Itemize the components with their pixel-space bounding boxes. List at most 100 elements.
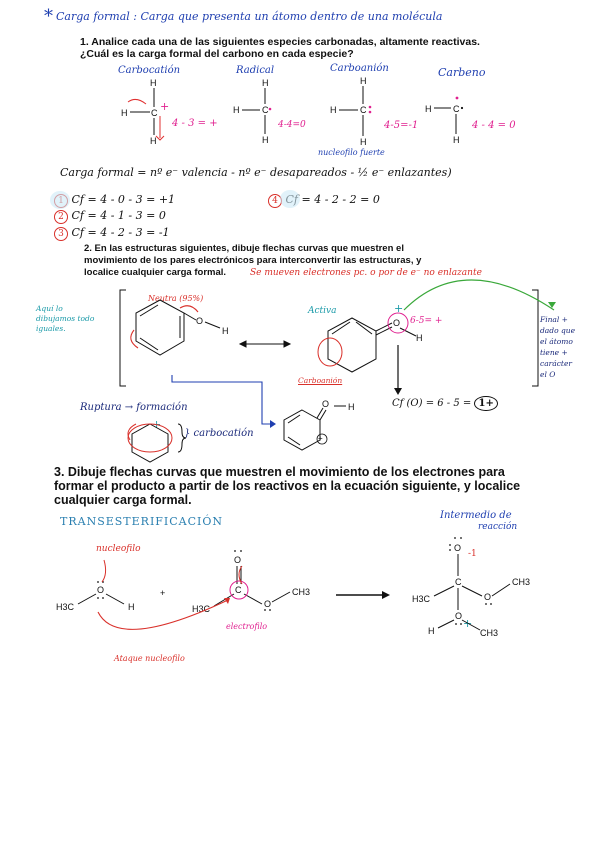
result-2: 2 Cf = 4 - 1 - 3 = 0 <box>54 209 166 224</box>
cf-oxygen-text: Cf (O) = 6 - 5 = <box>392 398 472 409</box>
oxygen-circle <box>387 312 409 334</box>
q2-line2: movimiento de los pares electrónicos par… <box>84 255 422 266</box>
atom-h: H <box>262 78 269 88</box>
side-note-line: tiene + <box>540 348 568 357</box>
atom-h: H <box>222 326 229 336</box>
formal-charge-formula: Carga formal = nº e⁻ valencia - nº e⁻ de… <box>60 166 452 179</box>
atom-c: C <box>453 104 460 114</box>
reaction-arrowhead <box>382 591 390 599</box>
atom-o: O <box>322 399 330 409</box>
q1-dots-black <box>460 106 464 110</box>
side-note-line: Final + <box>540 315 568 324</box>
atom-c: C <box>151 108 158 118</box>
atom-h: H <box>428 626 435 636</box>
q2-line3: localice cualquier carga formal. <box>84 267 227 278</box>
green-arrowhead <box>548 302 556 308</box>
atom-o: O <box>454 543 462 553</box>
atom-c: C <box>455 577 462 587</box>
side-note-line: dado que <box>540 326 576 335</box>
nucleofilo-fuerte: nucleofilo fuerte <box>318 148 385 157</box>
side-note-right: Final + dado que el átomo tiene + caráct… <box>540 314 575 380</box>
lone-pairs <box>97 537 492 625</box>
calc-radical: 4-4=0 <box>278 120 306 130</box>
q3-bonds <box>77 554 511 631</box>
result-number: 2 <box>54 210 68 224</box>
result-text: Cf = 4 - 0 - 3 = +1 <box>71 193 176 206</box>
q1-line2: ¿Cuál es la carga formal del carbono en … <box>80 48 354 60</box>
side-note-left: Aquí lo dibujamos todo iguales. <box>36 304 94 334</box>
atom-o: O <box>196 316 204 326</box>
side-note-line: iguales. <box>36 324 66 333</box>
atom-ch3: CH3 <box>292 587 311 597</box>
phenol-ring <box>135 299 221 356</box>
ataque-label: Ataque nucleofilo <box>114 654 185 663</box>
q3-line1: 3. Dibuje flechas curvas que muestren el… <box>54 465 505 479</box>
intermedio-label: Intermedio de <box>440 510 512 521</box>
atom-o: O <box>393 318 401 328</box>
highlight <box>50 191 70 209</box>
atom-h: H <box>360 76 367 86</box>
cf-small: 6-5= + <box>410 316 443 326</box>
quinoid-ring <box>327 317 417 373</box>
label-carbene: Carbeno <box>438 66 486 79</box>
attack-arrow <box>97 599 229 630</box>
atom-h: H <box>150 78 157 88</box>
cf-oxygen-result: 1+ <box>474 396 498 411</box>
transesterificacion-label: TRANSESTERIFICACIÓN <box>60 515 224 528</box>
result-number: 3 <box>54 227 68 241</box>
side-note-line: dibujamos todo <box>36 314 95 323</box>
q1-line1: 1. Analice cada una de las siguientes es… <box>80 36 480 48</box>
atom-h: H <box>262 135 269 145</box>
activa-label: Activa <box>308 306 337 316</box>
green-arrow <box>403 279 555 311</box>
brace <box>177 423 187 453</box>
calc-carbanion: 4-5=-1 <box>384 120 419 131</box>
carbocation-label: } carbocatión <box>184 428 254 439</box>
cyclohexyl-ring <box>131 423 169 463</box>
blue-arrowhead <box>270 420 276 428</box>
q2-note: Se mueven electrones pc. o por de e⁻ no … <box>250 268 482 278</box>
q3-line3: cualquier carga formal. <box>54 493 192 507</box>
atom-h: H <box>360 137 367 147</box>
attack-arrowhead <box>224 598 230 604</box>
blue-path-arrow <box>171 375 274 425</box>
red-arrow <box>127 423 137 441</box>
ruptura-label: Ruptura → formación <box>80 402 188 413</box>
side-note-line: el átomo <box>540 337 573 346</box>
bottom-ring <box>283 405 346 451</box>
side-note-line: carácter <box>540 359 572 368</box>
result-3: 3 Cf = 4 - 2 - 3 = -1 <box>54 226 170 241</box>
cf-oxygen: Cf (O) = 6 - 5 = 1+ <box>392 396 498 411</box>
calc-carbocation: 4 - 3 = + <box>172 118 218 129</box>
atom-h3c: H3C <box>56 602 75 612</box>
atom-h: H <box>425 104 432 114</box>
atom-h3c: H3C <box>412 594 431 604</box>
result-text: Cf = 4 - 2 - 2 = 0 <box>285 193 380 206</box>
down-arrowhead <box>394 388 402 395</box>
header-star: * <box>44 6 53 27</box>
atom-h: H <box>453 135 460 145</box>
red-arrow <box>101 559 107 583</box>
q2-brackets <box>119 289 539 387</box>
atom-o: O <box>264 599 272 609</box>
neutra-label: Neutra (95%) <box>148 294 204 303</box>
charge-minus-one: -1 <box>468 549 477 559</box>
atom-o: O <box>455 611 463 621</box>
red-arrow <box>238 565 243 585</box>
atom-c: C <box>360 105 367 115</box>
nucleofilo-label: nucleofilo <box>96 544 141 554</box>
atom-h: H <box>416 333 423 343</box>
calc-carbene: 4 - 4 = 0 <box>472 120 516 131</box>
q3-line2: formar el producto a partir de los react… <box>54 479 521 493</box>
carboanion-label: Carboanión <box>298 376 343 385</box>
q2-line1: 2. En las estructuras siguientes, dibuje… <box>84 243 404 254</box>
phenol-arrows <box>130 305 199 349</box>
result-text: Cf = 4 - 2 - 3 = -1 <box>71 226 170 239</box>
atom-c: C <box>235 585 242 595</box>
label-carbanion: Carboanión <box>330 63 389 74</box>
q1-bonds <box>130 86 457 136</box>
atom-h: H <box>128 602 135 612</box>
side-note-line: el O <box>540 370 556 379</box>
reaccion-label: reacción <box>478 522 518 532</box>
